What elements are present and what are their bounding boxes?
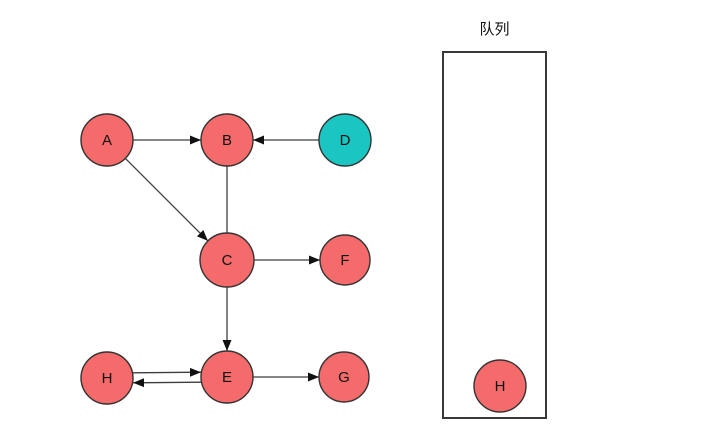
node-circle[interactable] xyxy=(199,232,255,288)
node-circle[interactable] xyxy=(200,350,254,404)
node-label: H xyxy=(495,378,506,395)
node-circle[interactable] xyxy=(80,351,134,405)
node-circle[interactable] xyxy=(319,234,371,286)
node-circle[interactable] xyxy=(80,113,134,167)
queue-item-H[interactable]: H xyxy=(473,359,527,413)
node-circle[interactable] xyxy=(473,359,527,413)
node-label: C xyxy=(222,252,233,269)
node-label: F xyxy=(340,252,349,269)
queue-panel: 队列 H xyxy=(442,21,547,419)
edge-E-H xyxy=(132,378,202,388)
node-label: H xyxy=(102,370,113,387)
edge-H-E xyxy=(132,367,202,377)
node-circle[interactable] xyxy=(318,351,370,403)
node-layer: A B D C F H E G xyxy=(80,113,372,405)
edge-layer xyxy=(124,135,320,388)
node-label: G xyxy=(338,369,350,386)
graph-node-A[interactable]: A xyxy=(80,113,134,167)
node-circle[interactable] xyxy=(318,113,372,167)
graph-node-D[interactable]: D xyxy=(318,113,372,167)
node-label: E xyxy=(222,369,232,386)
edge-A-C xyxy=(124,157,209,242)
node-label: B xyxy=(222,132,232,149)
graph-node-H[interactable]: H xyxy=(80,351,134,405)
graph-node-E[interactable]: E xyxy=(200,350,254,404)
node-circle[interactable] xyxy=(200,113,254,167)
graph-node-G[interactable]: G xyxy=(318,351,370,403)
graph-node-F[interactable]: F xyxy=(319,234,371,286)
node-label: D xyxy=(340,132,351,149)
graph-node-C[interactable]: C xyxy=(199,232,255,288)
queue-title: 队列 xyxy=(479,21,509,38)
queue-box xyxy=(442,51,547,419)
graph-node-B[interactable]: B xyxy=(200,113,254,167)
node-label: A xyxy=(102,132,112,149)
